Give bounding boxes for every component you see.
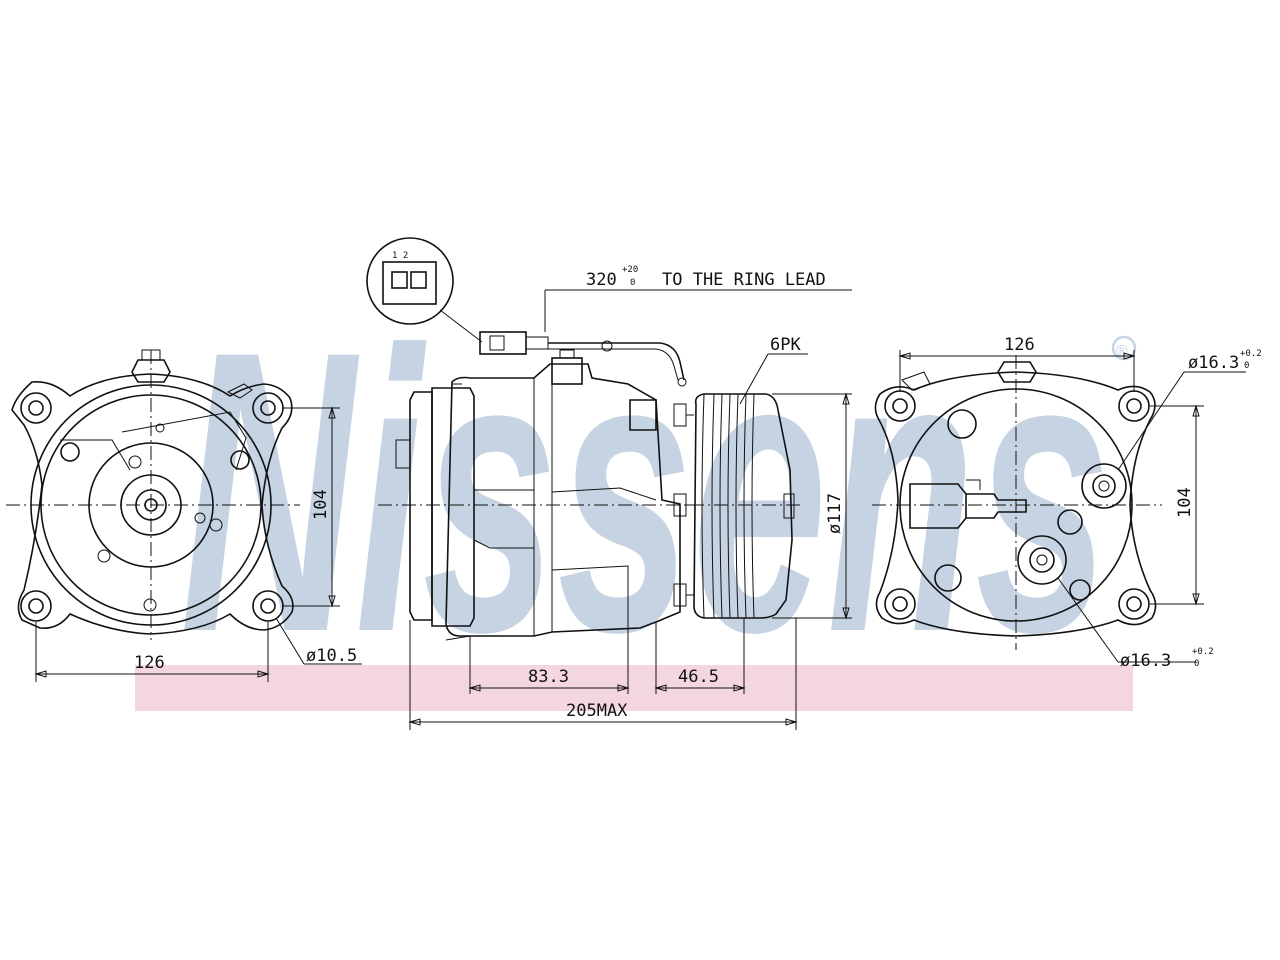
side-body-band [474, 378, 657, 636]
front-small-hole-1 [60, 442, 80, 462]
dim-83-value: 83.3 [528, 667, 569, 687]
rear-valve-cap [966, 479, 981, 490]
cable-length-dimension: 320 +20 0 TO THE RING LEAD [544, 265, 852, 332]
rear-bolt-center [1057, 509, 1083, 535]
connector-pin-2 [410, 271, 427, 289]
rear-view [872, 355, 1162, 650]
side-pulley-outline [693, 393, 793, 619]
front-width-value: 126 [134, 653, 165, 673]
rear-port-upper [1081, 463, 1127, 509]
port-upper-tol-plus: +0.2 [1240, 349, 1262, 359]
cable-length-tol-minus: 0 [630, 278, 635, 288]
connector-plug-outline [382, 261, 437, 305]
connector-callout-circle [366, 237, 454, 325]
port-lower-tol-minus: 0 [1194, 659, 1199, 669]
front-height-value: 104 [311, 489, 331, 520]
port-lower-tol-plus: +0.2 [1192, 647, 1214, 657]
rear-bolt-lower [1069, 579, 1091, 601]
rear-flange [874, 371, 1157, 637]
front-mount-hole-tl [20, 392, 52, 424]
side-pulley-hub [783, 493, 795, 519]
cable-plug-grip [489, 335, 505, 351]
rear-top-nut [997, 361, 1037, 383]
connector-pin-label: 1 2 [392, 251, 408, 261]
port-lower-value: ø16.3 [1120, 651, 1171, 671]
brand-watermark: Nissens ® [135, 268, 1137, 715]
rear-boss-upper-left [947, 409, 977, 439]
front-mount-hole-tr-in [260, 400, 276, 416]
cable-harness [479, 331, 687, 387]
front-mount-hole-br-in [260, 598, 276, 614]
front-flange [11, 373, 294, 635]
connector-callout: 1 2 [366, 237, 483, 343]
cable-wire-2 [548, 348, 679, 381]
front-top-nut [131, 359, 171, 383]
rear-port-upper-core [1098, 480, 1110, 492]
front-dimensions: 126 104 ø10.5 [34, 406, 362, 682]
front-small-hole-5 [194, 512, 206, 524]
rear-mount-hole-tr-in [1126, 398, 1142, 414]
rear-wire-stub [901, 371, 931, 391]
rear-mount-hole-tr [1118, 390, 1150, 422]
belt-label: 6PK [770, 335, 801, 355]
front-coil-bracket [60, 411, 247, 471]
rear-port-upper-in [1092, 474, 1116, 498]
rear-dimensions: 126 104 ø16.3 +0.2 0 ø16.3 +0.2 0 [898, 335, 1262, 671]
port-upper-value: ø16.3 [1188, 353, 1239, 373]
rear-valve-fitting [909, 483, 1027, 529]
rear-mount-hole-br-in [1126, 596, 1142, 612]
front-small-hole-6 [143, 598, 157, 612]
connector-leader [439, 309, 483, 343]
front-small-hole-7 [128, 455, 142, 469]
front-small-hole-8 [155, 423, 165, 433]
cable-length-value: 320 [586, 270, 617, 290]
front-wire-stub [226, 383, 253, 399]
side-view [378, 349, 800, 641]
overall-length-value: 205MAX [566, 701, 628, 721]
front-small-hole-4 [209, 518, 223, 532]
side-dimensions: ø117 83.3 46.5 205MAX [408, 392, 852, 730]
cable-end [677, 377, 687, 387]
rear-port-lower-in [1029, 547, 1055, 573]
dim-46-value: 46.5 [678, 667, 719, 687]
side-top-fitting-cap [559, 349, 575, 359]
rear-port-lower [1017, 535, 1067, 585]
front-small-hole-2 [230, 450, 250, 470]
rear-width-value: 126 [1004, 335, 1035, 355]
front-small-hole-3 [97, 549, 111, 563]
pulley-diameter-value: ø117 [825, 493, 845, 534]
rear-boss-lower-left [934, 564, 962, 592]
front-hole-value: ø10.5 [306, 646, 357, 666]
belt-callout: 6PK [739, 335, 808, 405]
rear-mount-hole-br [1118, 588, 1150, 620]
cable-clip [601, 340, 613, 352]
rear-mount-hole-bl-in [892, 596, 908, 612]
cable-length-tol-plus: +20 [622, 265, 638, 275]
cable-length-note: TO THE RING LEAD [662, 270, 826, 290]
rear-mount-hole-bl [884, 588, 916, 620]
front-view [6, 349, 300, 640]
watermark-registered-text: ® [1116, 343, 1128, 360]
side-rear-boss [395, 439, 411, 469]
rear-mount-hole-tl-in [892, 398, 908, 414]
front-mount-hole-bl-in [28, 598, 44, 614]
side-body-upper-port [629, 399, 657, 431]
side-body-outline [445, 363, 681, 637]
rear-port-lower-core [1036, 554, 1048, 566]
rear-height-value: 104 [1175, 487, 1195, 518]
side-pulley-grooves [701, 393, 755, 619]
side-rear-cover [431, 387, 475, 627]
cable-wire [548, 342, 685, 381]
connector-pin-1 [391, 271, 408, 289]
front-mount-hole-bl [20, 590, 52, 622]
front-mount-hole-tl-in [28, 400, 44, 416]
port-upper-tol-minus: 0 [1244, 361, 1249, 371]
side-body-lower [473, 539, 629, 620]
watermark-band [135, 665, 1133, 711]
